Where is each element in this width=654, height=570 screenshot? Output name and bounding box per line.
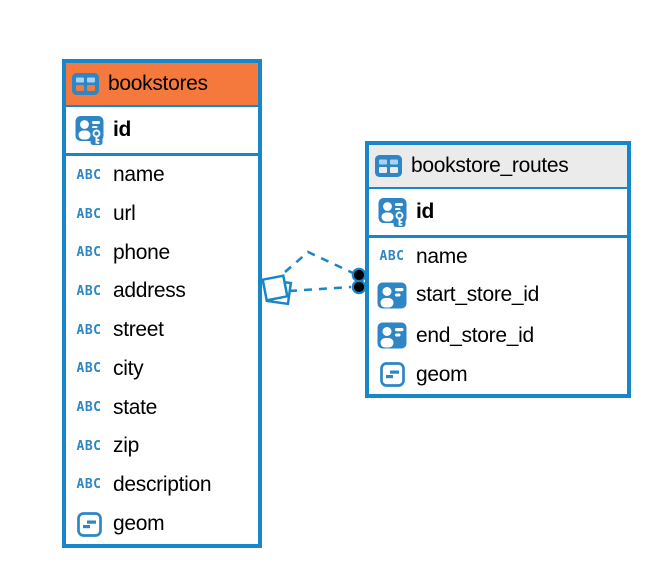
text-type-icon: ABC	[76, 438, 102, 454]
column-row[interactable]: ABC state	[66, 388, 258, 427]
primary-key-name: id	[113, 118, 132, 141]
column-row[interactable]: ABC url	[66, 195, 258, 234]
relationship-endpoint-dot[interactable]	[351, 279, 367, 295]
relationship-diamond[interactable]	[261, 274, 293, 306]
reference-type-icon	[377, 282, 407, 309]
table-header[interactable]: bookstores	[66, 63, 258, 107]
primary-key-row[interactable]: id	[66, 107, 258, 156]
text-type-icon: ABC	[76, 322, 102, 338]
table-bookstores[interactable]: bookstores id ABC	[62, 59, 262, 548]
column-row[interactable]: ABC phone	[66, 233, 258, 272]
column-name: state	[113, 395, 158, 419]
column-name: start_store_id	[416, 283, 540, 307]
relationship-line[interactable]	[288, 285, 352, 293]
relationship-line[interactable]	[284, 250, 354, 275]
table-name: bookstores	[108, 72, 208, 95]
reference-type-icon	[377, 322, 407, 349]
column-name: address	[113, 279, 186, 303]
column-name: name	[113, 163, 165, 187]
table-name: bookstore_routes	[411, 154, 569, 177]
column-row[interactable]: ABC description	[66, 466, 258, 505]
table-header[interactable]: bookstore_routes	[369, 145, 627, 189]
column-row[interactable]: geom	[369, 356, 627, 394]
column-row[interactable]: ABC zip	[66, 427, 258, 466]
column-row[interactable]: start_store_id	[369, 275, 627, 315]
text-type-icon: ABC	[76, 361, 102, 377]
text-type-icon: ABC	[76, 477, 102, 493]
column-name: geom	[113, 512, 165, 536]
column-name: phone	[113, 240, 170, 264]
column-row[interactable]: ABC address	[66, 272, 258, 311]
column-name: name	[416, 244, 468, 268]
text-type-icon: ABC	[76, 245, 102, 261]
column-name: city	[113, 356, 144, 380]
table-bookstore-routes[interactable]: bookstore_routes id ABC	[365, 141, 631, 398]
geometry-type-icon	[379, 362, 405, 388]
text-type-icon: ABC	[76, 206, 102, 222]
text-type-icon: ABC	[76, 400, 102, 416]
column-row[interactable]: end_store_id	[369, 316, 627, 356]
geometry-type-icon	[76, 511, 102, 537]
column-name: zip	[113, 434, 139, 458]
text-type-icon: ABC	[76, 283, 102, 299]
column-row[interactable]: ABC city	[66, 350, 258, 389]
column-row[interactable]: ABC street	[66, 311, 258, 350]
column-row[interactable]: geom	[66, 504, 258, 544]
relationship-endpoint-dot[interactable]	[351, 267, 367, 283]
column-name: url	[113, 202, 136, 226]
table-icon	[72, 73, 99, 95]
primary-key-icon	[75, 115, 103, 145]
table-icon	[375, 155, 402, 177]
primary-key-row[interactable]: id	[369, 189, 627, 238]
primary-key-name: id	[416, 200, 435, 223]
primary-key-icon	[378, 197, 406, 227]
text-type-icon: ABC	[379, 249, 405, 265]
text-type-icon: ABC	[76, 167, 102, 183]
column-row[interactable]: ABC name	[369, 238, 627, 275]
column-name: description	[113, 472, 212, 496]
column-name: end_store_id	[416, 323, 534, 347]
column-name: geom	[416, 362, 468, 386]
column-row[interactable]: ABC name	[66, 156, 258, 195]
column-name: street	[113, 318, 164, 342]
